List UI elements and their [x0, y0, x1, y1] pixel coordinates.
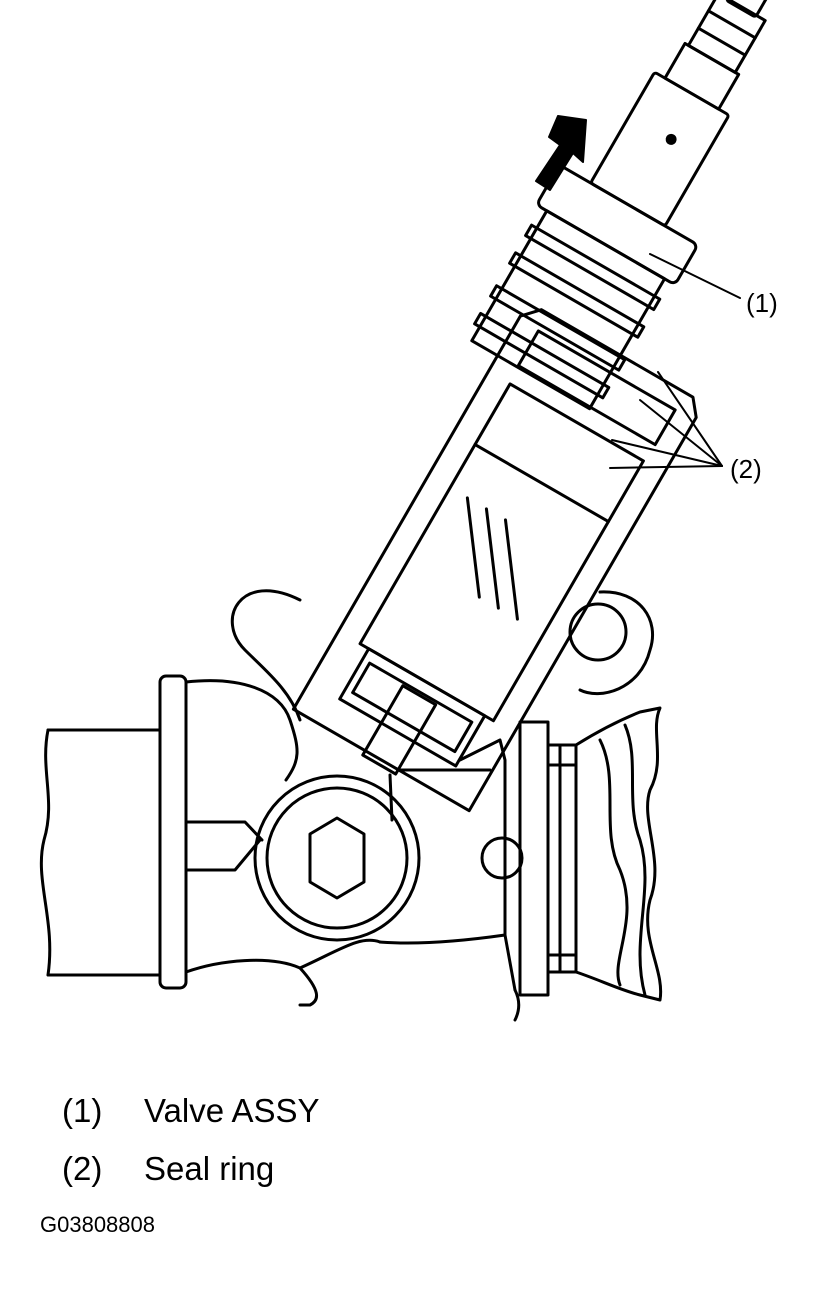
hex-plug — [253, 774, 421, 942]
rack-tube-left — [39, 728, 162, 977]
housing-flange — [158, 674, 188, 990]
legend-label: Valve ASSY — [144, 1092, 320, 1129]
leader-lines-2 — [609, 371, 723, 469]
legend-item-1: (1) Valve ASSY — [62, 1092, 320, 1130]
valve-housing — [291, 308, 698, 813]
callout-1: (1) — [746, 288, 778, 318]
legend-number: (1) — [62, 1092, 103, 1129]
legend-label: Seal ring — [144, 1150, 275, 1187]
figure-code: G03808808 — [40, 1212, 155, 1237]
legend-number: (2) — [62, 1150, 103, 1187]
gearbox-housing — [184, 679, 521, 1022]
leader-line-1 — [649, 253, 741, 299]
arrow-up-right-icon — [535, 115, 587, 191]
steering-gearbox-diagram — [39, 0, 771, 1022]
housing-dome — [230, 589, 655, 722]
legend-item-2: (2) Seal ring — [62, 1150, 274, 1188]
rubber-boot — [518, 706, 663, 1002]
ball-fitting — [480, 836, 524, 880]
callout-2: (2) — [730, 454, 762, 484]
valve-assy — [470, 0, 771, 411]
